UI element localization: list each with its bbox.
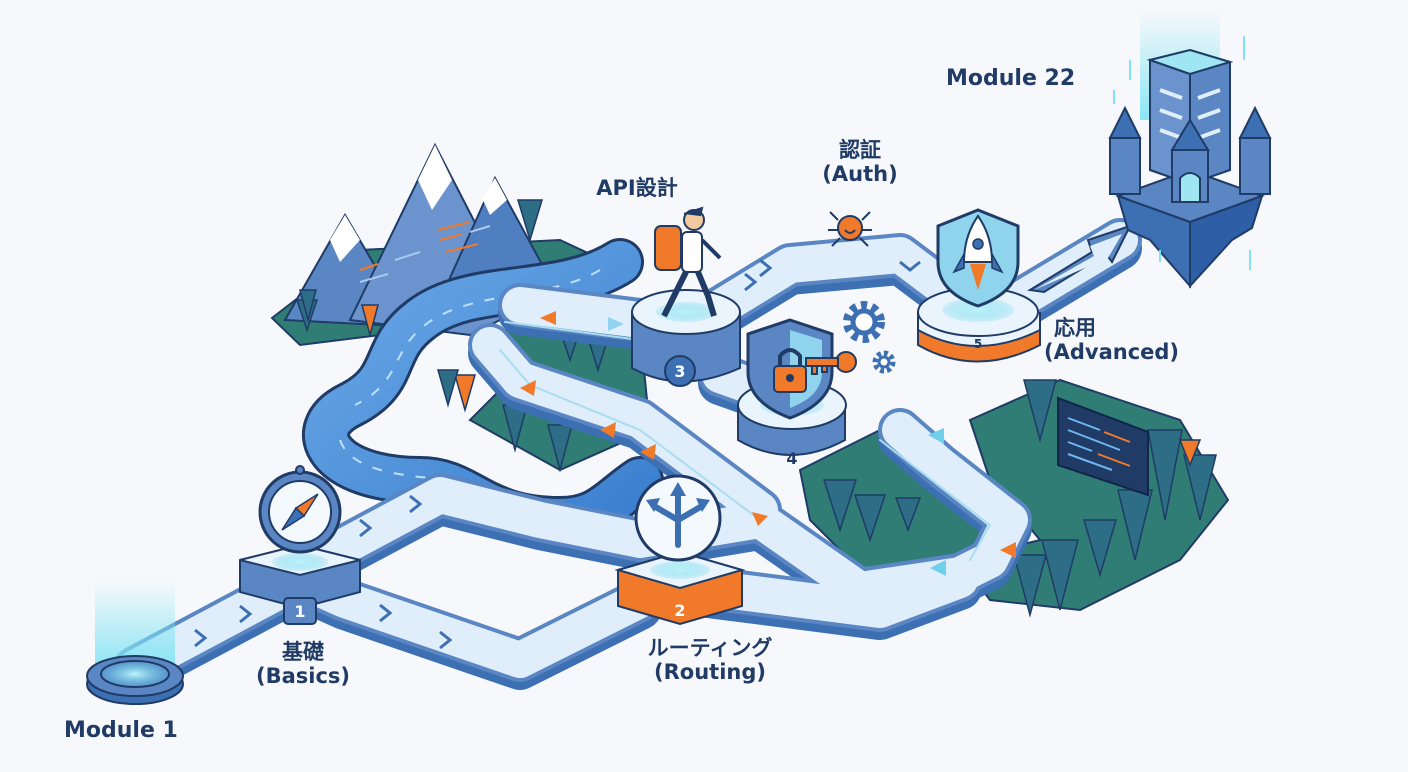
stop-2-subtitle: (Routing) — [654, 660, 766, 685]
stop-1-number: 1 — [294, 602, 305, 621]
bug-icon — [828, 211, 872, 247]
end-module-label: Module 22 — [946, 66, 1076, 91]
stop-3-label: API設計 — [572, 176, 702, 200]
key-icon — [805, 351, 857, 375]
stop-5-label: 応用 (Advanced) — [1044, 316, 1224, 364]
rocket-icon — [936, 208, 1020, 308]
stop-3-title: API設計 — [596, 176, 678, 200]
hiker-icon — [654, 206, 722, 318]
stop-4-title: 認証 — [839, 138, 881, 162]
stop-1-platform[interactable]: 1 — [239, 465, 361, 625]
stop-4-label: 認証 (Auth) — [800, 138, 920, 186]
stop-2-label: ルーティング (Routing) — [620, 636, 800, 684]
trees — [295, 199, 1217, 618]
stop-4-number: 4 — [786, 449, 797, 468]
code-lines-on-mountain — [359, 221, 479, 271]
compass-icon — [258, 465, 342, 554]
stop-2-title: ルーティング — [647, 636, 773, 660]
stop-2-platform[interactable]: 2 — [614, 474, 746, 626]
stop-5-title: 応用 — [1054, 316, 1096, 340]
road-chevrons — [194, 258, 921, 650]
stop-5-number: 5 — [974, 337, 982, 351]
module-22-castle — [1108, 10, 1272, 289]
direction-arrows — [520, 311, 1016, 576]
stop-3-platform[interactable]: 3 — [631, 206, 741, 387]
stop-5-platform[interactable]: 5 — [917, 208, 1041, 363]
stop-2-number: 2 — [674, 601, 685, 620]
stop-4-subtitle: (Auth) — [822, 162, 898, 187]
split-arrows-icon — [634, 474, 722, 562]
stop-1-label: 基礎 (Basics) — [248, 640, 358, 688]
path-arrow-to-goal — [1027, 224, 1132, 294]
stop-5-subtitle: (Advanced) — [1044, 340, 1180, 365]
code-board — [1057, 396, 1149, 497]
gear-icon — [843, 301, 896, 374]
stop-1-subtitle: (Basics) — [255, 664, 351, 689]
stop-4-platform[interactable]: 4 — [737, 301, 896, 468]
stop-1-title: 基礎 — [282, 640, 324, 664]
module-1-portal — [86, 580, 184, 705]
start-module-label: Module 1 — [64, 718, 178, 743]
stop-3-number: 3 — [674, 362, 685, 381]
lock-shield-icon — [746, 318, 857, 420]
